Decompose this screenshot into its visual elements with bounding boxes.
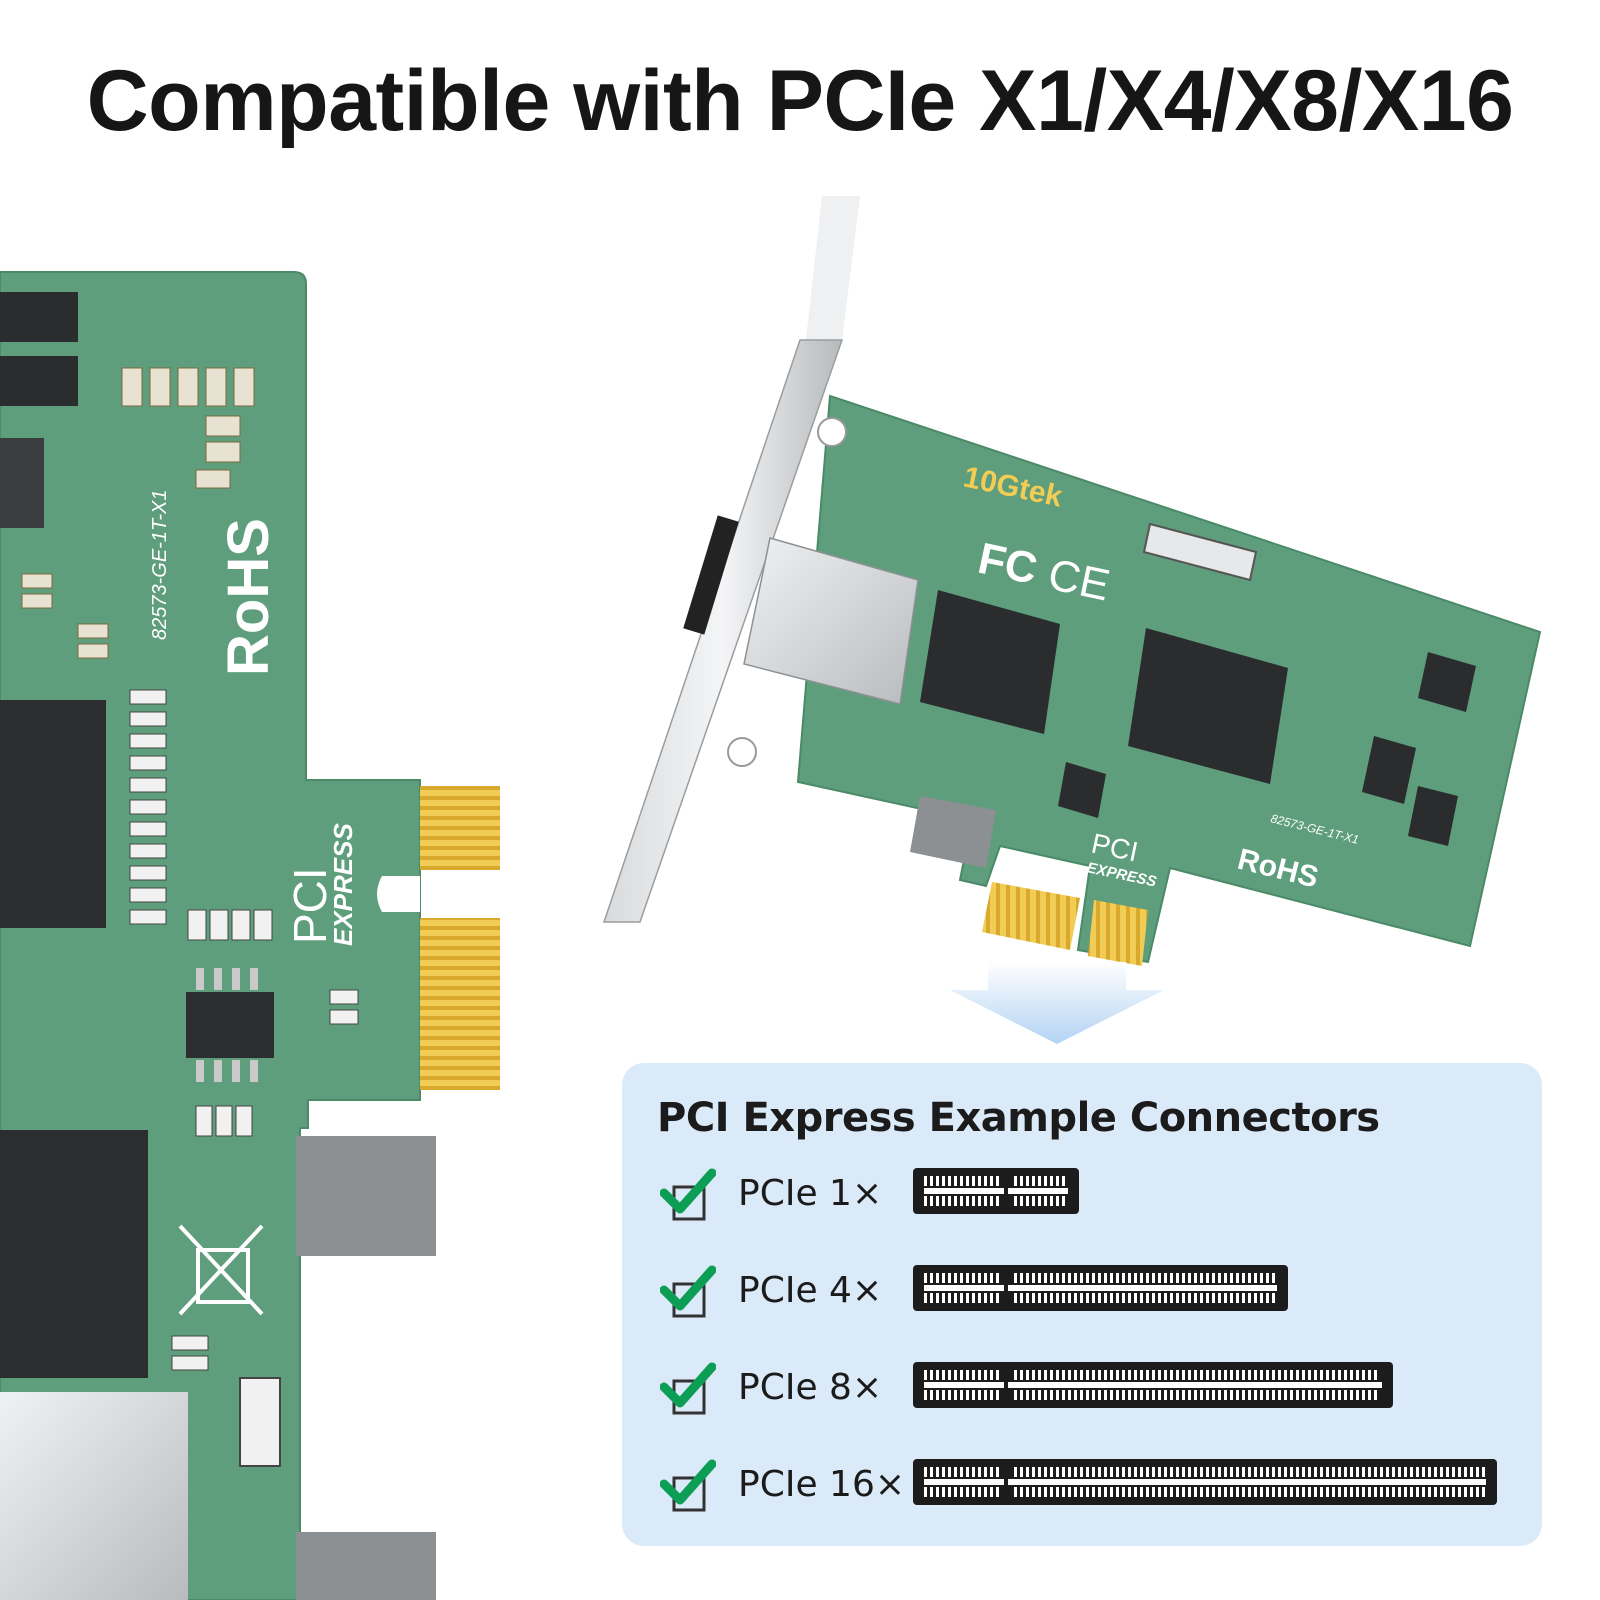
board-express-left: EXPRESS	[328, 823, 358, 946]
checkmark-icon	[660, 1265, 716, 1318]
pcie-slot-graphic	[913, 1459, 1497, 1505]
gold-fingers-long	[420, 918, 500, 1090]
connector-label: PCIe 8×	[738, 1367, 883, 1408]
pcie-slot-graphic	[913, 1362, 1393, 1408]
board-closeup: 82573-GE-1T-X1 RoHS PCI EXPRESS	[0, 271, 500, 1600]
down-arrow-icon	[950, 962, 1164, 1044]
panel-title: PCI Express Example Connectors	[657, 1095, 1380, 1141]
board-pci-left: PCI	[284, 867, 336, 944]
connector-row: PCIe 4×	[622, 1256, 1542, 1326]
board-fc: FC	[974, 534, 1042, 594]
pcie-slot-graphic	[913, 1265, 1288, 1311]
mounting-bracket	[602, 339, 844, 923]
checkmark-icon	[660, 1168, 716, 1221]
gold-fingers-short	[420, 786, 500, 870]
network-card: 10Gtek FC CE RoHS 82573-GE-1T-X1 PCI EXP…	[602, 196, 1542, 966]
connector-label: PCIe 16×	[738, 1464, 906, 1505]
connectors-panel: PCI Express Example Connectors PCIe 1× PC…	[622, 1063, 1542, 1546]
chip-bottom	[0, 1130, 148, 1378]
connector-row: PCIe 8×	[622, 1353, 1542, 1423]
connector-row: PCIe 16×	[622, 1450, 1542, 1520]
headline: Compatible with PCIe X1/X4/X8/X16	[86, 53, 1514, 149]
connector-label: PCIe 4×	[738, 1270, 883, 1311]
checkmark-icon	[660, 1362, 716, 1415]
board-rohs-left: RoHS	[216, 518, 281, 676]
weee-icon	[178, 1224, 264, 1316]
checkmark-icon	[660, 1459, 716, 1512]
pcie-slot-graphic	[913, 1168, 1079, 1214]
connector-label: PCIe 1×	[738, 1173, 883, 1214]
connector-row: PCIe 1×	[622, 1159, 1542, 1229]
chip-large	[0, 700, 106, 928]
board-model-left: 82573-GE-1T-X1	[149, 490, 171, 640]
